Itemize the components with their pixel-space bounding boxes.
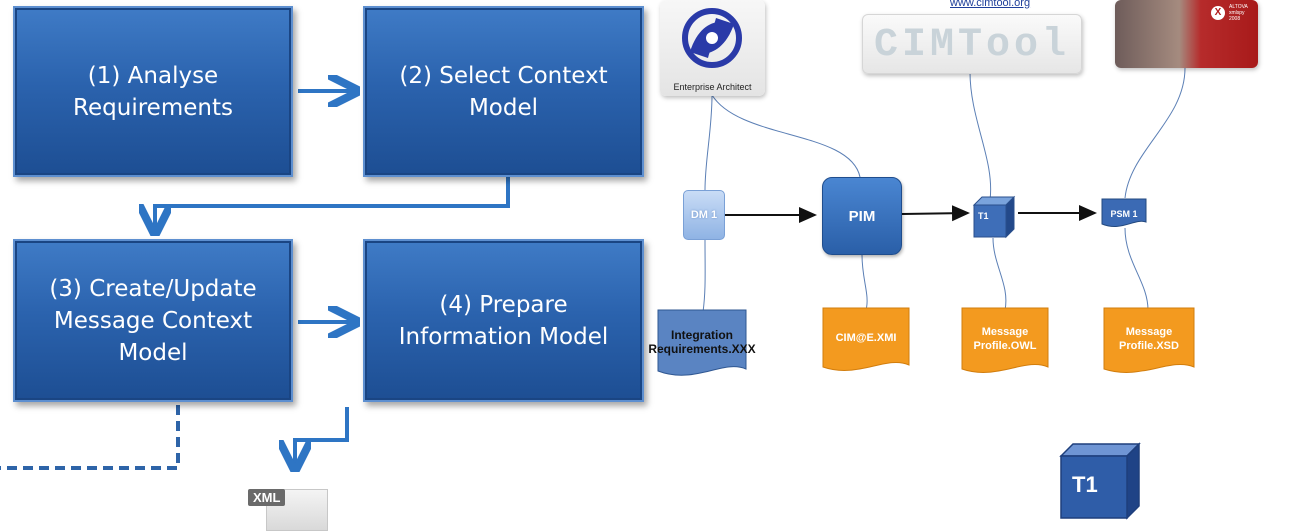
arrow-step2-to-step3	[155, 177, 510, 228]
step-select-context-model[interactable]: (2) Select Context Model	[363, 6, 644, 177]
xml-file-icon[interactable]: XML	[244, 485, 344, 531]
cim-doc-shape	[822, 307, 910, 371]
cimtool-logo-text: CIMTool	[873, 23, 1071, 68]
pim-label: PIM	[848, 207, 876, 225]
t1-large-label: T1	[1072, 472, 1098, 497]
step-label: (4) Prepare Information Model	[398, 291, 609, 350]
message-profile-owl-doc[interactable]: Message Profile.OWL	[961, 307, 1049, 379]
t1-to-owl-line	[992, 237, 1007, 311]
t1-cube-large: T1	[1055, 442, 1143, 520]
connector-layer	[0, 67, 1186, 520]
step-label: (3) Create/Update Message Context Model	[49, 275, 257, 366]
cim-doc-label: CIM@E.XMI	[835, 332, 897, 344]
t1-cube-large-icon	[1059, 442, 1141, 520]
xsd-doc-label: Message Profile.XSD	[1119, 326, 1179, 352]
dm1-label: DM 1	[690, 209, 718, 221]
message-profile-xsd-doc[interactable]: Message Profile.XSD	[1103, 307, 1195, 379]
cimtool-url-link[interactable]: www.cimtool.org	[950, 0, 1031, 9]
dm1-to-integration-line	[702, 239, 706, 313]
owl-doc-shape	[961, 307, 1049, 373]
ea-to-pim-line	[711, 94, 861, 178]
psm1-label: PSM 1	[1110, 209, 1138, 219]
step-analyse-requirements[interactable]: (1) Analyse Requirements	[13, 6, 293, 177]
ea-caption: Enterprise Architect	[673, 82, 752, 92]
step-label: (2) Select Context Model	[399, 62, 608, 121]
step-prepare-information-model[interactable]: (4) Prepare Information Model	[363, 239, 644, 402]
cimtool-logo: CIMTool	[862, 14, 1082, 74]
enterprise-architect-logo: Enterprise Architect	[660, 0, 765, 96]
integration-doc-label: Integration Requirements.XXX	[648, 328, 756, 356]
integration-doc-shape	[657, 309, 747, 376]
dashed-feedback-line	[0, 405, 180, 470]
step-create-update-message-context-model[interactable]: (3) Create/Update Message Context Model	[13, 239, 293, 402]
ea-to-dm1-line	[704, 94, 713, 191]
psm1-node[interactable]: PSM 1	[1101, 198, 1147, 230]
xml-label: XML	[248, 489, 286, 506]
step-label: (1) Analyse Requirements	[73, 62, 233, 121]
psm1-shape	[1101, 198, 1147, 227]
t1-cube-icon	[972, 195, 1016, 239]
t1-cube-node[interactable]: T1	[970, 195, 1018, 239]
enterprise-architect-icon	[682, 8, 742, 68]
dm1-node[interactable]: DM 1	[683, 190, 725, 240]
xsd-doc-shape	[1103, 307, 1195, 373]
owl-doc-label: Message Profile.OWL	[973, 326, 1037, 352]
arrow-step4-to-xml	[295, 407, 349, 464]
cimtool-to-t1-line	[969, 71, 992, 201]
altova-icon: X	[1211, 6, 1225, 20]
t1-label: T1	[978, 211, 989, 221]
psm1-to-xsd-line	[1124, 227, 1149, 311]
altova-to-psm1-line	[1124, 67, 1186, 199]
pim-to-cim-line	[861, 254, 868, 311]
pim-node[interactable]: PIM	[822, 177, 902, 255]
altova-xmlspy-logo: X ALTOVA xmlspy 2008	[1115, 0, 1258, 68]
cim-xmi-doc[interactable]: CIM@E.XMI	[822, 307, 910, 377]
integration-requirements-doc[interactable]: Integration Requirements.XXX	[648, 309, 756, 383]
arrow-pim-to-t1	[901, 205, 970, 222]
altova-logo-text: ALTOVA xmlspy 2008	[1229, 4, 1248, 22]
